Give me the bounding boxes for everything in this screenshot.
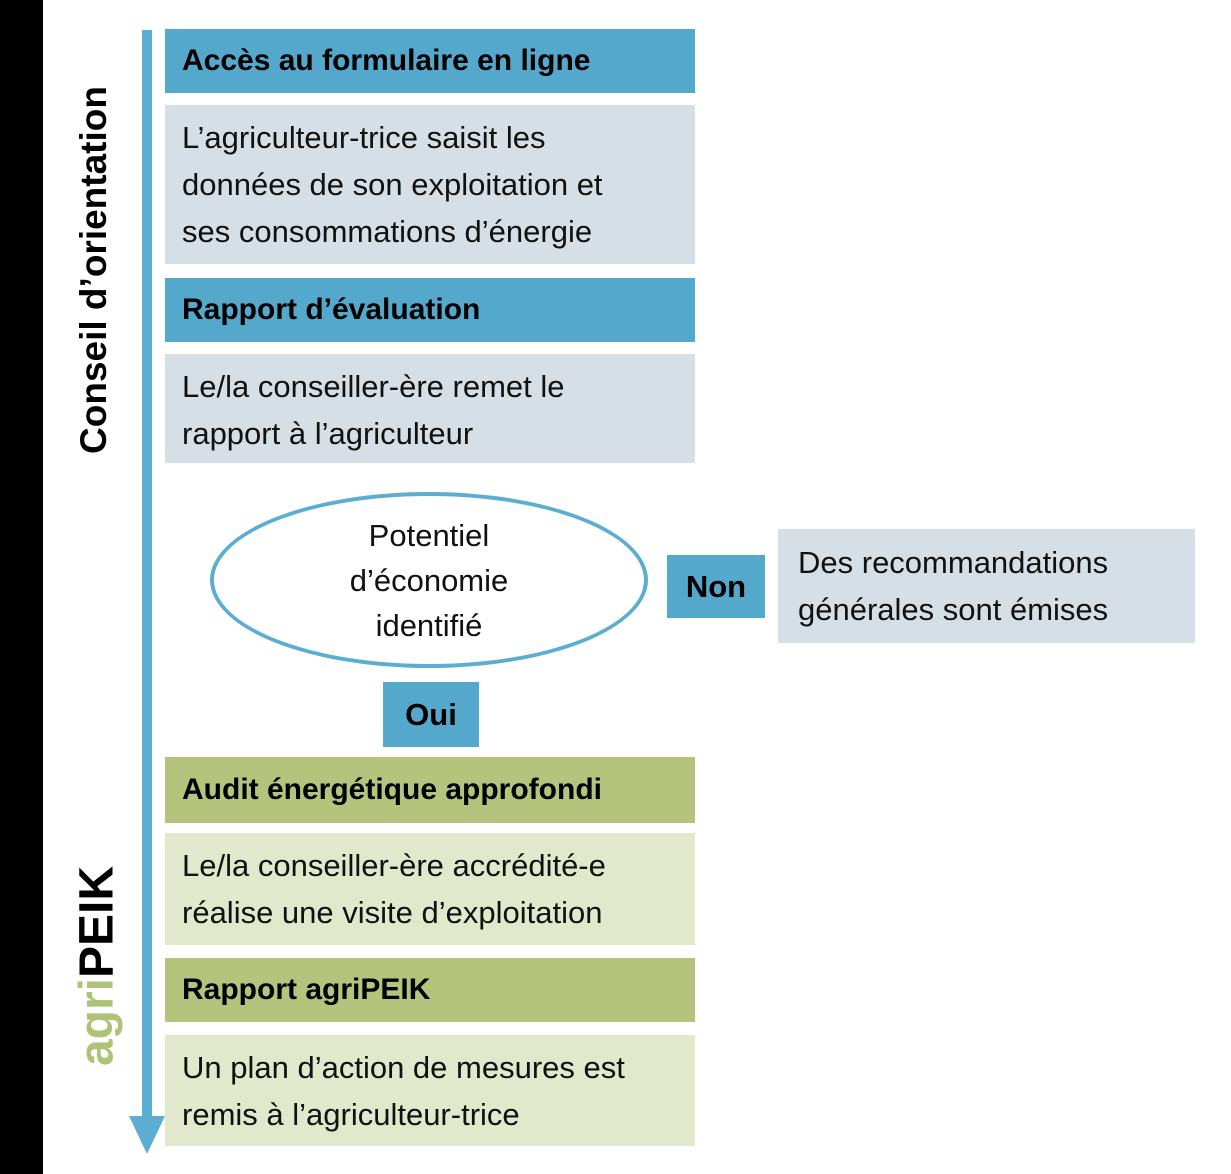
step-body-visite-exploitation: Le/la conseiller-ère accrédité-e réalise… [165,833,695,945]
step-header-rapport-agripeik: Rapport agriPEIK [165,958,695,1022]
outcome-recommandations-generales: Des recommandations générales sont émise… [778,529,1195,643]
process-arrow-line [142,30,152,1118]
left-black-bar [0,0,43,1174]
process-arrow-head-icon [129,1116,165,1154]
step-body-plan-action: Un plan d’action de mesures est remis à … [165,1035,695,1146]
body-line: rapport à l’agriculteur [182,416,474,451]
decision-line: d’économie [349,562,509,598]
body-line: réalise une visite d’exploitation [182,895,603,930]
decision-line: Potentiel [368,517,490,553]
step-body-saisie-donnees: L’agriculteur-trice saisit les données d… [165,105,695,264]
agripeik-peik-text: PEIK [70,865,124,978]
step-body-remise-rapport: Le/la conseiller-ère remet le rapport à … [165,354,695,463]
body-line: ses consommations d’énergie [182,214,593,249]
phase-label-conseil-orientation: Conseil d’orientation [73,86,114,454]
step-header-audit-energetique: Audit énergétique approfondi [165,757,695,823]
body-line: Le/la conseiller-ère remet le [182,369,565,404]
agripeik-agri-text: agri [70,978,124,1067]
step-header-rapport-evaluation: Rapport d’évaluation [165,278,695,342]
decision-ellipse-potentiel-economie: Potentiel d’économie identifié [210,492,648,668]
body-line: générales sont émises [798,592,1109,627]
decision-branch-oui: Oui [383,682,479,747]
body-line: Des recommandations [798,545,1109,580]
phase-label-agripeik: agriPEIK [70,866,125,1066]
body-line: Un plan d’action de mesures est [182,1050,625,1085]
decision-branch-non: Non [667,555,765,618]
body-line: Le/la conseiller-ère accrédité-e [182,848,606,883]
body-line: remis à l’agriculteur-trice [182,1097,520,1132]
body-line: données de son exploitation et [182,167,603,202]
step-header-acces-formulaire: Accès au formulaire en ligne [165,29,695,93]
decision-line: identifié [375,607,483,643]
body-line: L’agriculteur-trice saisit les [182,120,546,155]
